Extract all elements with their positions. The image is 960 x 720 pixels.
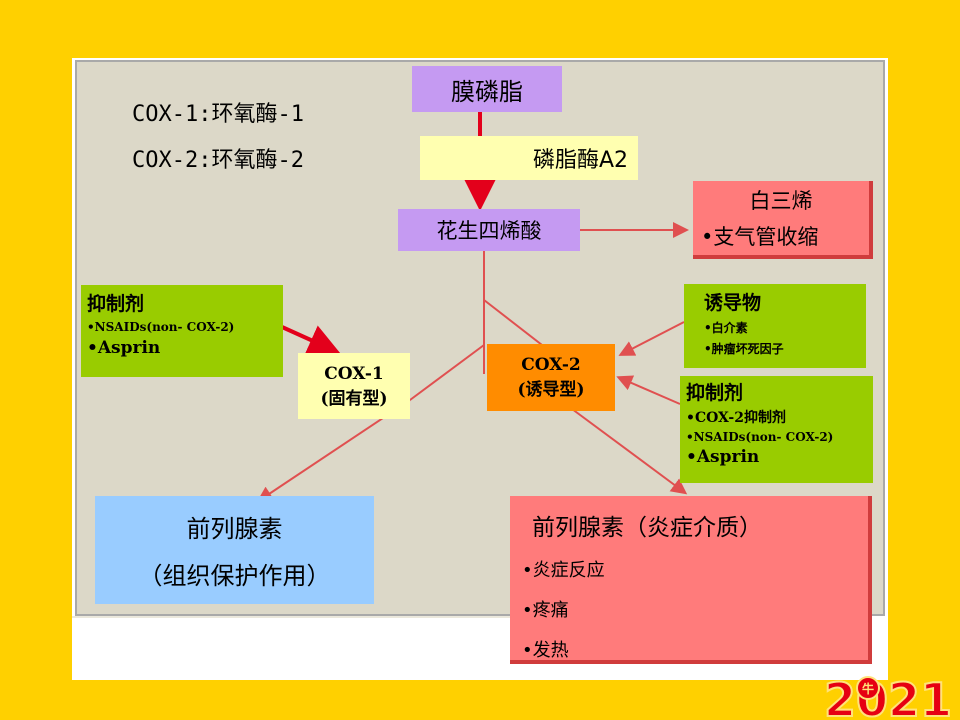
node-item: •肿瘤坏死因子	[704, 342, 784, 356]
arrow-to-prostaglandin-right	[567, 405, 688, 495]
arrow-inhibitor-to-cox2	[616, 375, 681, 405]
node-label: 花生四烯酸	[436, 219, 542, 243]
node-label: 前列腺素	[186, 515, 283, 543]
node-title: 抑制剂	[686, 382, 744, 404]
node-inducer: 诱导物 •白介素 •肿瘤坏死因子	[684, 284, 866, 368]
logo-badge: 牛	[862, 681, 874, 696]
definition-cox1: COX-1:环氧酶-1	[132, 102, 304, 127]
node-sublabel: (固有型)	[320, 388, 388, 409]
definition-cox2: COX-2:环氧酶-2	[132, 148, 304, 173]
divider	[72, 616, 510, 618]
node-membrane-phospholipid: 膜磷脂	[412, 66, 562, 112]
arrow-inhibitor-to-cox1	[281, 325, 341, 355]
node-prostaglandin-inflammatory: 前列腺素（炎症介质） •炎症反应 •疼痛 •发热	[510, 496, 872, 664]
node-title: 抑制剂	[87, 293, 145, 315]
node-inhibitor-right: 抑制剂 •COX-2抑制剂 •NSAIDs(non- COX-2) •Aspri…	[680, 376, 873, 483]
node-item: •COX-2抑制剂	[686, 410, 786, 426]
node-title: 诱导物	[704, 292, 762, 314]
node-label: COX-2	[521, 355, 581, 375]
node-sublabel: （组织保护作用）	[138, 562, 331, 590]
node-item: •白介素	[704, 321, 748, 335]
year-2021-logo: 2021 牛	[823, 672, 953, 720]
node-item: •NSAIDs(non- COX-2)	[686, 430, 834, 444]
node-item: •炎症反应	[522, 560, 605, 581]
node-item: •Asprin	[686, 447, 760, 467]
node-item: •NSAIDs(non- COX-2)	[87, 320, 235, 334]
node-item: •支气管收缩	[701, 225, 819, 249]
ox-badge-icon	[856, 676, 880, 700]
node-title: 前列腺素（炎症介质）	[532, 515, 762, 541]
node-prostaglandin-protective: 前列腺素 （组织保护作用）	[95, 496, 374, 604]
arrow-inducer-to-cox2	[618, 321, 685, 356]
node-leukotriene: 白三烯 •支气管收缩	[693, 181, 873, 259]
connector-to-cox1	[409, 344, 485, 401]
node-cox2: COX-2 (诱导型)	[487, 344, 615, 411]
node-cox1: COX-1 (固有型)	[298, 353, 410, 419]
node-label: COX-1	[324, 363, 384, 384]
node-item: •Asprin	[87, 338, 161, 358]
node-label: 膜磷脂	[451, 77, 523, 106]
node-item: •发热	[522, 640, 569, 661]
node-sublabel: (诱导型)	[517, 380, 585, 400]
node-phospholipase-a2: 磷脂酶A2	[420, 136, 638, 180]
node-title: 白三烯	[749, 189, 813, 213]
node-arachidonic-acid: 花生四烯酸	[398, 209, 580, 251]
node-item: •疼痛	[522, 600, 569, 621]
node-inhibitor-left: 抑制剂 •NSAIDs(non- COX-2) •Asprin	[81, 285, 283, 377]
node-label: 磷脂酶A2	[532, 148, 628, 173]
logo-text: 2021	[824, 673, 952, 720]
